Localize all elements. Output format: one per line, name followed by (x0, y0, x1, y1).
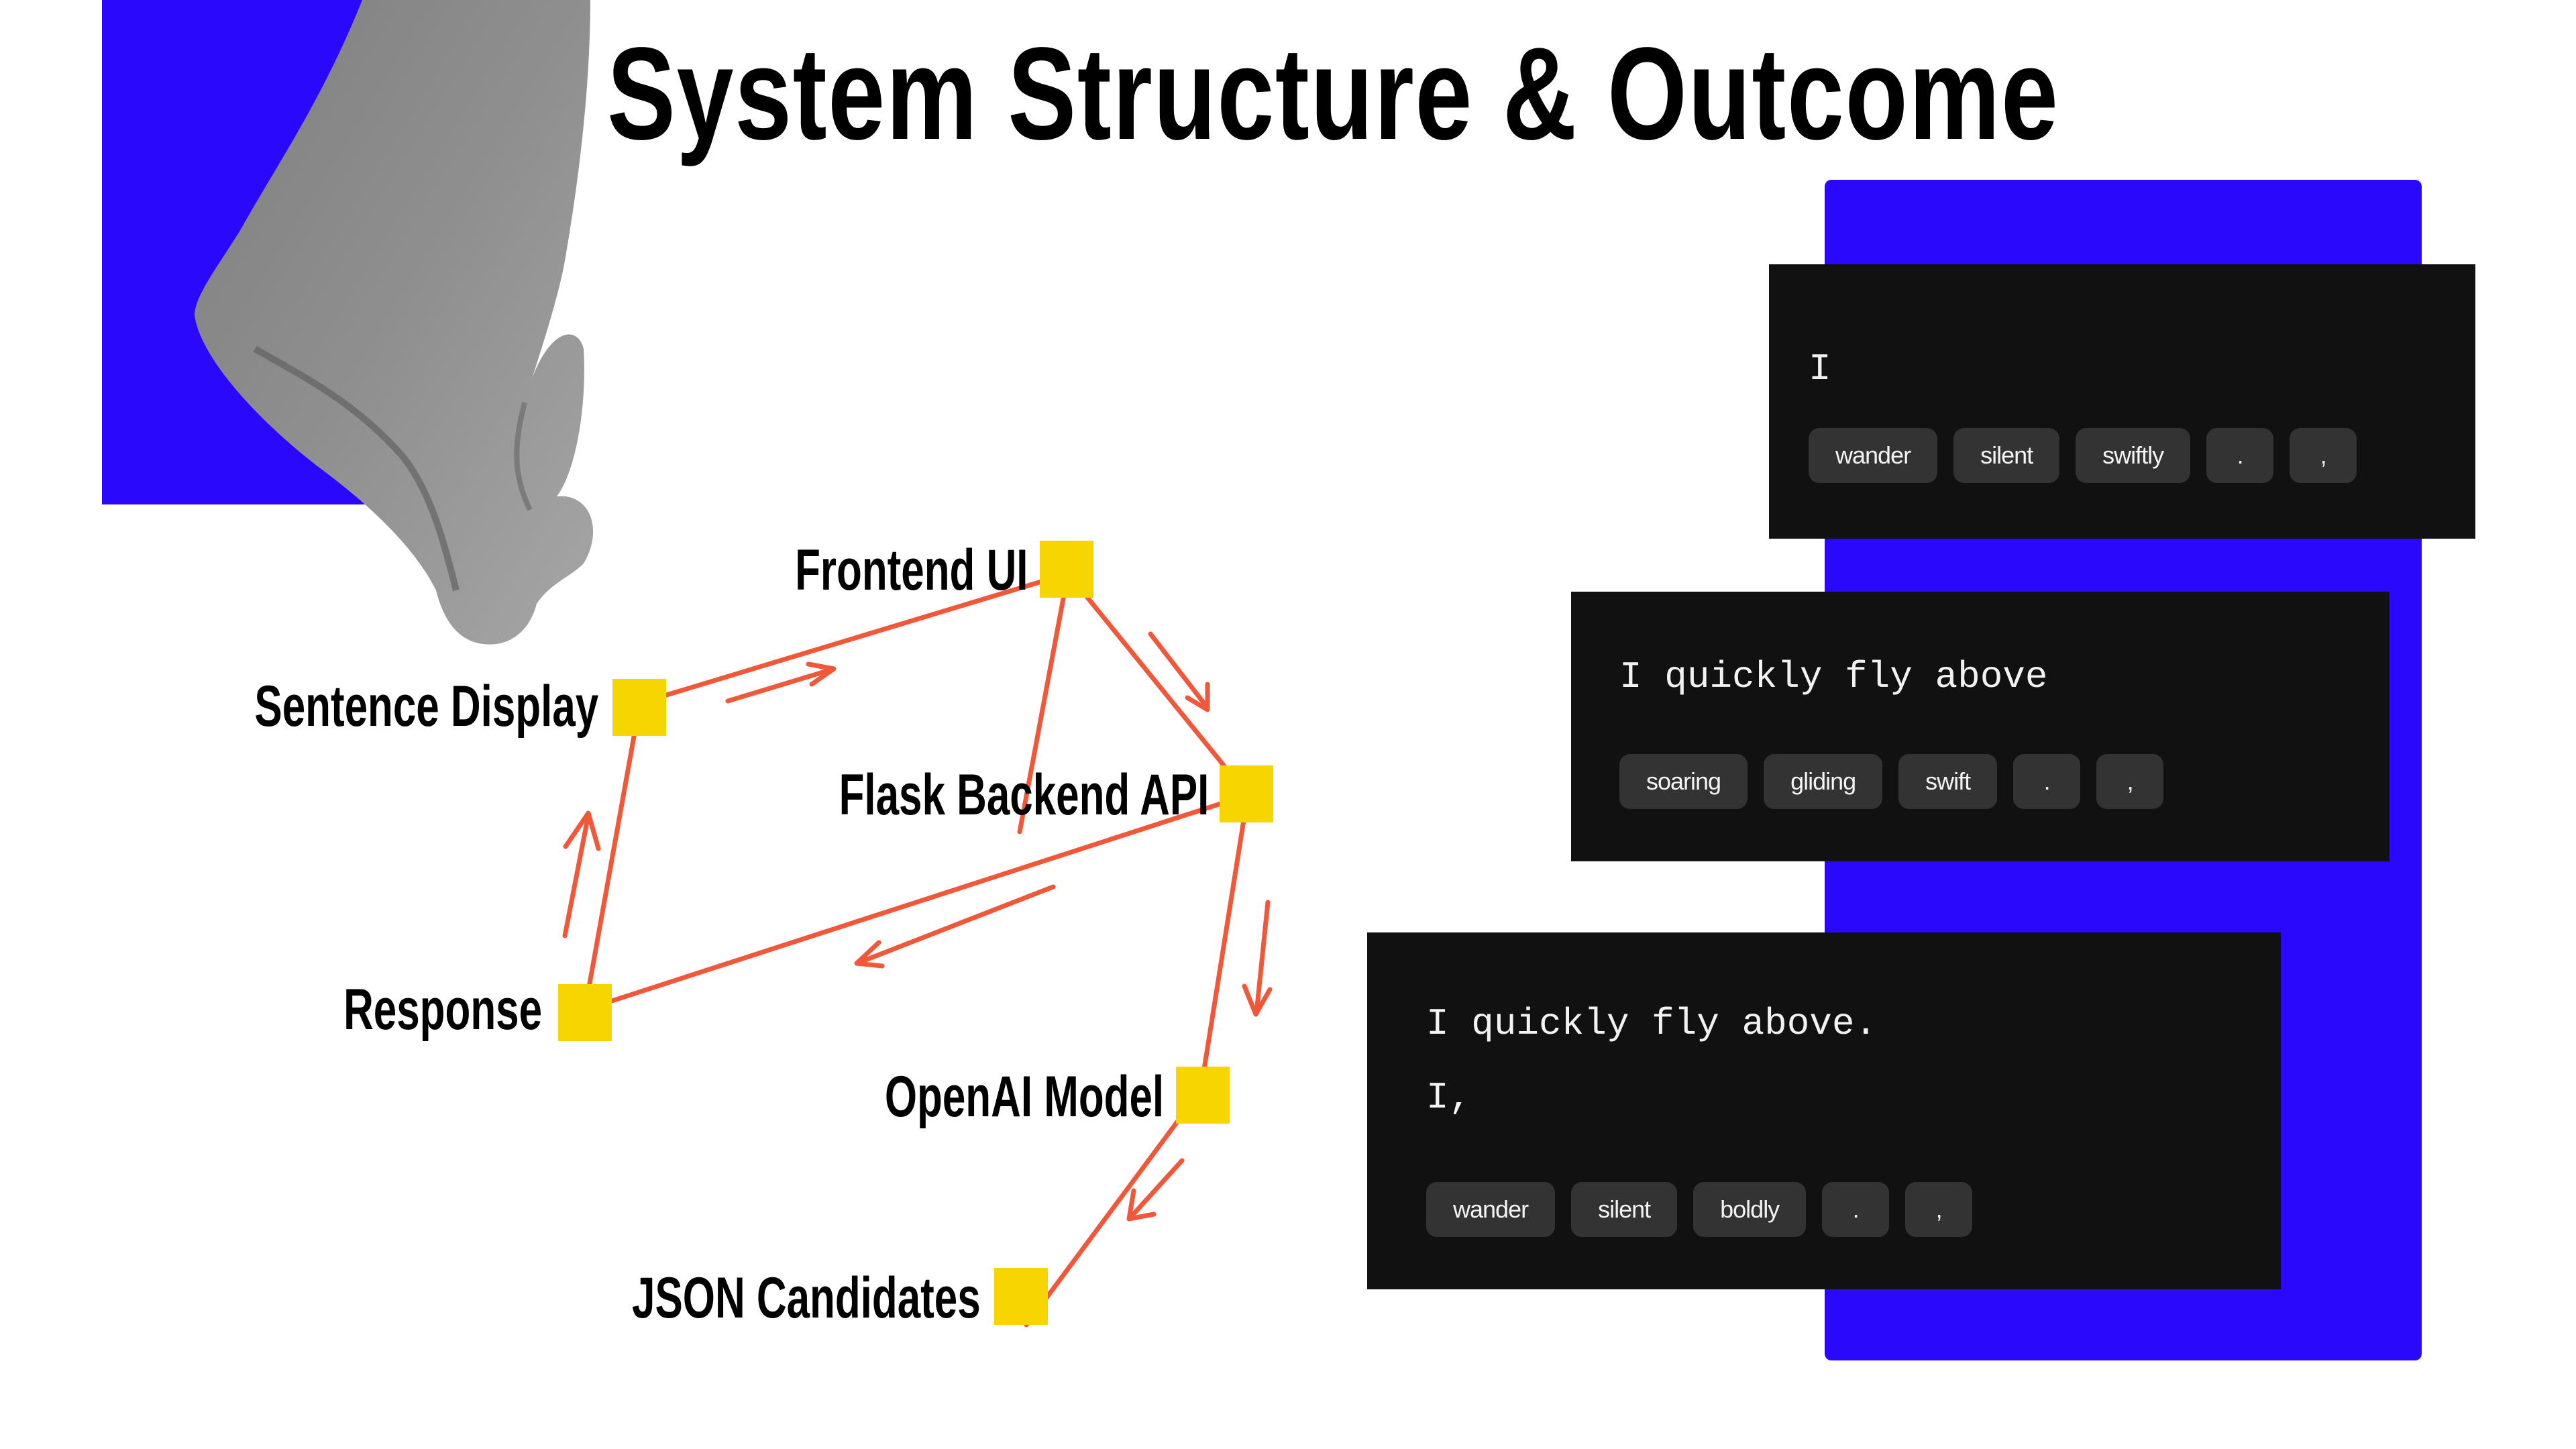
demo-card-3: I quickly fly above. I, wander silent bo… (1367, 932, 2281, 1289)
candidate-chip[interactable]: swiftly (2076, 428, 2191, 483)
punctuation-chip-comma[interactable]: , (2290, 428, 2357, 483)
direction-arrow (854, 884, 1056, 969)
page-title: System Structure & Outcome (607, 20, 2059, 167)
main-flow-path (1017, 571, 1250, 1328)
node-marker-sentence-display (612, 679, 666, 736)
node-label-sentence-display: Sentence Display (254, 674, 598, 739)
direction-arrow (1242, 900, 1273, 1017)
punctuation-chip-period[interactable]: . (2013, 754, 2081, 809)
node-label-frontend-ui: Frontend UI (794, 538, 1028, 602)
direction-arrow (725, 661, 837, 704)
node-marker-response (558, 984, 612, 1041)
direction-arrow (1148, 631, 1210, 712)
candidate-chips: soaring gliding swift . , (1619, 754, 2164, 809)
candidate-chip[interactable]: silent (1953, 428, 2060, 483)
punctuation-chip-comma[interactable]: , (1905, 1182, 1973, 1237)
sentence-text: I (1809, 347, 1831, 390)
hand-shape (195, 0, 594, 645)
node-label-json-candidates: JSON Candidates (632, 1266, 981, 1330)
candidate-chip[interactable]: gliding (1764, 754, 1883, 809)
punctuation-chip-period[interactable]: . (2206, 428, 2274, 483)
punctuation-chip-period[interactable]: . (1822, 1182, 1890, 1237)
node-marker-frontend-ui (1040, 541, 1093, 598)
direction-arrow (1126, 1158, 1185, 1222)
hand-illustration (195, 0, 594, 645)
candidate-chip[interactable]: soaring (1619, 754, 1748, 809)
punctuation-chip-comma[interactable]: , (2096, 754, 2164, 809)
candidate-chip[interactable]: swift (1898, 754, 1998, 809)
node-label-flask-backend-api: Flask Backend API (839, 763, 1209, 827)
sentence-text: I quickly fly above. (1426, 1002, 1878, 1045)
hand-fold-line (253, 345, 460, 592)
node-label-openai-model: OpenAI Model (884, 1065, 1164, 1129)
candidate-chip[interactable]: silent (1571, 1182, 1678, 1237)
hand-finger-line (514, 402, 533, 511)
candidate-chip[interactable]: boldly (1693, 1182, 1807, 1237)
node-marker-openai-model (1176, 1067, 1230, 1124)
node-marker-json-candidates (994, 1268, 1048, 1325)
sentence-text: I, (1426, 1076, 1472, 1119)
candidate-chip[interactable]: wander (1426, 1182, 1556, 1237)
candidate-chip[interactable]: wander (1809, 428, 1938, 483)
candidate-chips: wander silent boldly . , (1426, 1182, 1973, 1237)
sentence-text: I quickly fly above (1619, 655, 2048, 698)
direction-arrow (562, 810, 601, 938)
node-label-response: Response (343, 977, 542, 1042)
node-marker-flask-backend-api (1220, 765, 1273, 822)
demo-card-1: I wander silent swiftly . , (1769, 264, 2475, 539)
demo-card-2: I quickly fly above soaring gliding swif… (1571, 592, 2390, 861)
candidate-chips: wander silent swiftly . , (1809, 428, 2357, 483)
